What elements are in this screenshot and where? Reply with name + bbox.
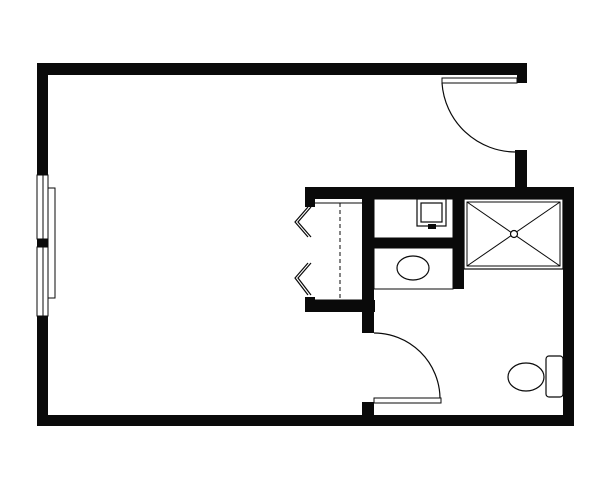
wall-bottom bbox=[37, 415, 574, 426]
wall-closet-bottom bbox=[305, 300, 375, 312]
wall-bath-right bbox=[563, 187, 574, 426]
vanity-counter bbox=[373, 198, 454, 290]
wall-vanity-divider bbox=[362, 238, 462, 248]
entry-door[interactable] bbox=[441, 77, 518, 153]
shower-drain-icon bbox=[509, 229, 519, 239]
closet-bifold-door[interactable] bbox=[294, 202, 362, 301]
wall-shower-left bbox=[453, 187, 464, 289]
wall-door-jamb-right bbox=[515, 150, 527, 196]
lavatory-sink-icon bbox=[396, 255, 430, 281]
wall-closet-divider bbox=[362, 187, 374, 333]
window-left-wall bbox=[36, 174, 56, 317]
wall-bath-top bbox=[305, 187, 574, 199]
wall-left-upper bbox=[37, 63, 48, 175]
wall-left-lower bbox=[37, 316, 48, 426]
wall-top bbox=[37, 63, 526, 75]
shower-stall-icon bbox=[463, 198, 564, 270]
wall-top-right-post bbox=[517, 63, 527, 83]
toilet-icon bbox=[507, 355, 564, 398]
bathroom-door[interactable] bbox=[373, 332, 442, 404]
wall-bath-door-jamb bbox=[362, 402, 374, 426]
wall-closet-top-jamb bbox=[305, 187, 315, 207]
walls bbox=[37, 63, 574, 426]
vanity-sink-icon bbox=[416, 198, 447, 229]
